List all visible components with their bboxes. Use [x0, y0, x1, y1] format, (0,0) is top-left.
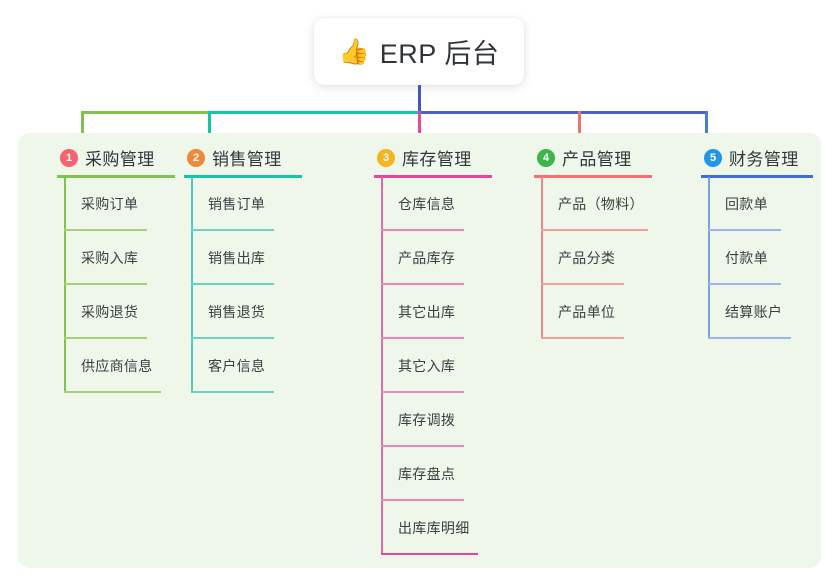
column-title-3: 库存管理	[402, 150, 472, 169]
leaf-rule	[381, 337, 464, 339]
leaf-label: 销售出库	[208, 250, 266, 266]
leaf-rule	[541, 229, 648, 231]
bus-segment-green	[81, 111, 208, 114]
column-header-4[interactable]: 4 产品管理	[537, 145, 632, 170]
leaf-rule	[541, 283, 624, 285]
bus-segment-teal	[208, 111, 420, 114]
leaf-rule	[381, 499, 464, 501]
leaf-rule	[708, 337, 791, 339]
column-badge-4: 4	[537, 148, 555, 167]
leaf-label: 产品库存	[398, 250, 456, 266]
leaf-rule	[381, 391, 464, 393]
leaf-label: 出库库明细	[398, 520, 470, 536]
drop-line-col-4	[578, 111, 581, 136]
leaf-label: 库存调拨	[398, 412, 456, 428]
leaf-rule	[708, 283, 781, 285]
column-header-rule-5	[701, 175, 813, 178]
column-header-5[interactable]: 5 财务管理	[704, 145, 799, 170]
leaf-rule	[381, 229, 464, 231]
leaf-label: 产品（物料）	[558, 196, 644, 212]
leaf-label: 采购订单	[81, 196, 139, 212]
column-badge-3: 3	[377, 148, 395, 167]
root-node-title: ERP 后台	[379, 39, 500, 69]
column-title-5: 财务管理	[729, 150, 799, 169]
drop-line-col-1	[81, 111, 84, 136]
column-header-1[interactable]: 1 采购管理	[60, 145, 155, 170]
column-spine-1	[64, 177, 66, 393]
leaf-rule	[381, 283, 464, 285]
column-badge-2: 2	[187, 148, 205, 167]
leaf-label: 其它入库	[398, 358, 456, 374]
thumbs-up-icon: 👍	[338, 37, 370, 66]
leaf-label: 付款单	[725, 250, 768, 266]
column-spine-3	[381, 177, 383, 555]
column-title-1: 采购管理	[85, 150, 155, 169]
leaf-rule	[191, 229, 274, 231]
drop-line-col-3	[418, 111, 421, 136]
leaf-label: 客户信息	[208, 358, 266, 374]
bus-segment-blue	[418, 111, 708, 114]
drop-line-col-5	[705, 111, 708, 136]
column-header-rule-1	[57, 175, 175, 178]
leaf-label: 销售订单	[208, 196, 266, 212]
leaf-label: 采购退货	[81, 304, 139, 320]
column-badge-5: 5	[704, 148, 722, 167]
column-header-rule-2	[184, 175, 302, 178]
leaf-rule	[64, 229, 147, 231]
column-header-2[interactable]: 2 销售管理	[187, 145, 282, 170]
leaf-label: 产品单位	[558, 304, 616, 320]
root-node[interactable]: 👍 ERP 后台	[314, 18, 524, 85]
leaf-label: 仓库信息	[398, 196, 456, 212]
leaf-rule	[708, 229, 781, 231]
leaf-rule	[64, 391, 161, 393]
leaf-label: 产品分类	[558, 250, 616, 266]
leaf-rule	[191, 337, 274, 339]
diagram-panel: 1 采购管理 采购订单 采购入库 采购退货 供应商信息 2 销售管理	[18, 133, 821, 568]
column-header-3[interactable]: 3 库存管理	[377, 145, 472, 170]
column-badge-1: 1	[60, 148, 78, 167]
leaf-rule	[381, 445, 464, 447]
column-spine-4	[541, 177, 543, 339]
leaf-rule	[64, 283, 147, 285]
leaf-label: 其它出库	[398, 304, 456, 320]
column-title-4: 产品管理	[562, 150, 632, 169]
leaf-label: 回款单	[725, 196, 768, 212]
leaf-rule	[381, 553, 478, 555]
column-title-2: 销售管理	[212, 150, 282, 169]
leaf-label: 采购入库	[81, 250, 139, 266]
leaf-rule	[64, 337, 147, 339]
leaf-label: 供应商信息	[81, 358, 153, 374]
leaf-rule	[191, 391, 274, 393]
leaf-label: 库存盘点	[398, 466, 456, 482]
column-header-rule-4	[534, 175, 652, 178]
column-spine-5	[708, 177, 710, 339]
leaf-rule	[541, 337, 624, 339]
drop-line-col-2	[208, 111, 211, 136]
leaf-label: 结算账户	[725, 304, 783, 320]
leaf-label: 销售退货	[208, 304, 266, 320]
column-spine-2	[191, 177, 193, 393]
column-header-rule-3	[374, 175, 492, 178]
leaf-rule	[191, 283, 274, 285]
trunk-line-vertical	[418, 85, 421, 113]
